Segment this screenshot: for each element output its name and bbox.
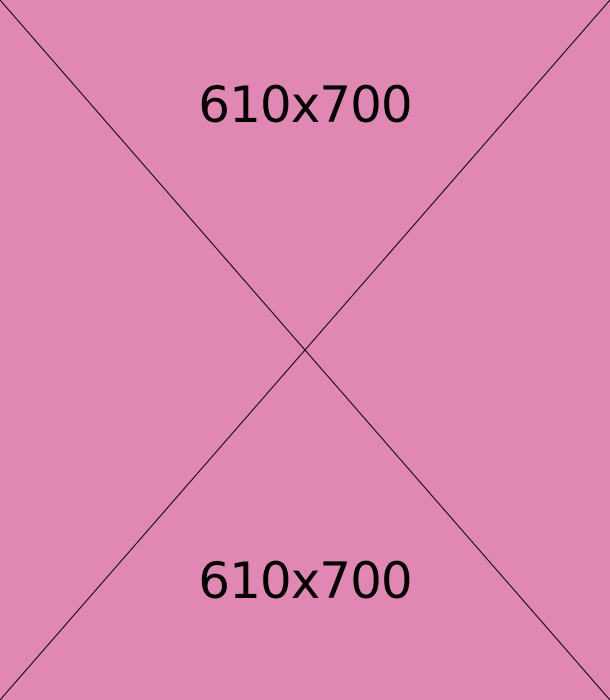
dimension-label-top: 610x700	[198, 76, 412, 134]
dimension-label-bottom: 610x700	[198, 552, 412, 610]
